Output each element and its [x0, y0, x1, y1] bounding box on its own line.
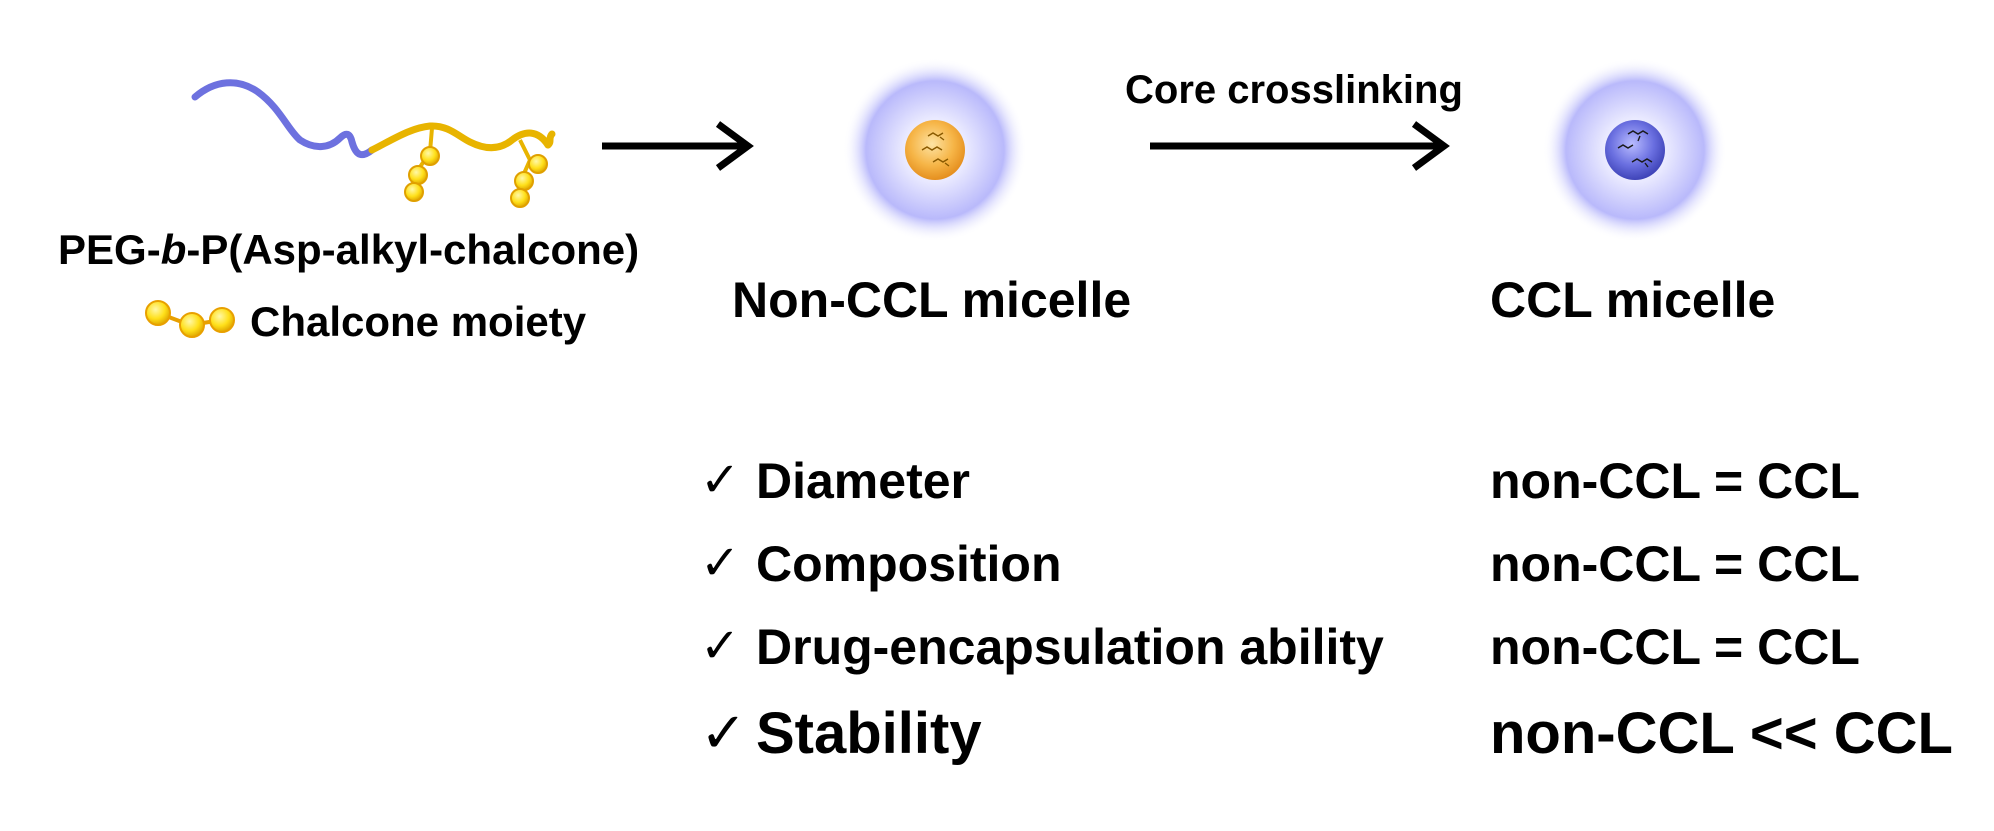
check-icon: ✓	[700, 454, 741, 507]
comparison-diameter: non-CCL = CCL	[1490, 453, 1860, 509]
property-drug-encapsulation: Drug-encapsulation ability	[756, 619, 1384, 675]
comparison-drug-encapsulation: non-CCL = CCL	[1490, 619, 1860, 675]
property-composition: Composition	[756, 536, 1062, 592]
polymer-label: PEG-b-P(Asp-alkyl-chalcone)	[58, 226, 640, 273]
non-ccl-micelle-label: Non-CCL micelle	[732, 272, 1132, 328]
arrow-1-icon	[602, 121, 754, 171]
comparison-stability: non-CCL << CCL	[1490, 701, 1953, 766]
chalcone-moiety-icon	[145, 300, 235, 338]
ccl-micelle-icon	[1543, 58, 1727, 242]
core-crosslinking-label: Core crosslinking	[1125, 68, 1463, 112]
check-icon: ✓	[700, 701, 747, 764]
arrow-2-icon	[1150, 121, 1450, 171]
check-icon: ✓	[700, 620, 741, 673]
property-stability: Stability	[756, 701, 982, 766]
comparison-composition: non-CCL = CCL	[1490, 536, 1860, 592]
polymer-chain-icon	[191, 79, 556, 208]
ccl-micelle-label: CCL micelle	[1490, 272, 1776, 328]
check-icon: ✓	[700, 537, 741, 590]
property-diameter: Diameter	[756, 453, 970, 509]
non-ccl-micelle-icon	[843, 58, 1027, 242]
chalcone-moiety-label: Chalcone moiety	[250, 298, 587, 345]
